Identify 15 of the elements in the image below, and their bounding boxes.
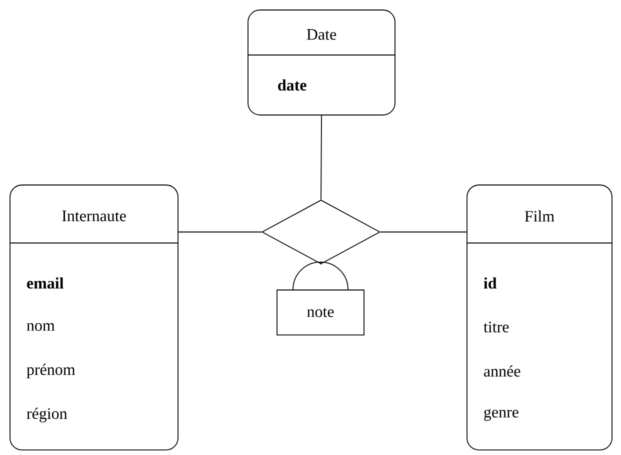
- attribute: genre: [484, 409, 518, 421]
- entity-name: Date: [306, 29, 336, 40]
- connector-line: [292, 262, 348, 290]
- attribute: nom: [26, 323, 55, 331]
- connector-line: [320, 115, 322, 200]
- attribute: email: [27, 277, 64, 289]
- attribute: titre: [484, 322, 509, 332]
- attribute: région: [26, 408, 68, 422]
- attribute-box: note: [276, 290, 364, 336]
- attribute: id: [484, 277, 497, 289]
- attribute: année: [484, 365, 520, 377]
- entity-name: Film: [524, 210, 554, 222]
- entity-name: Internaute: [62, 210, 126, 222]
- attribute: date: [278, 79, 306, 91]
- attribute: prénom: [26, 364, 76, 378]
